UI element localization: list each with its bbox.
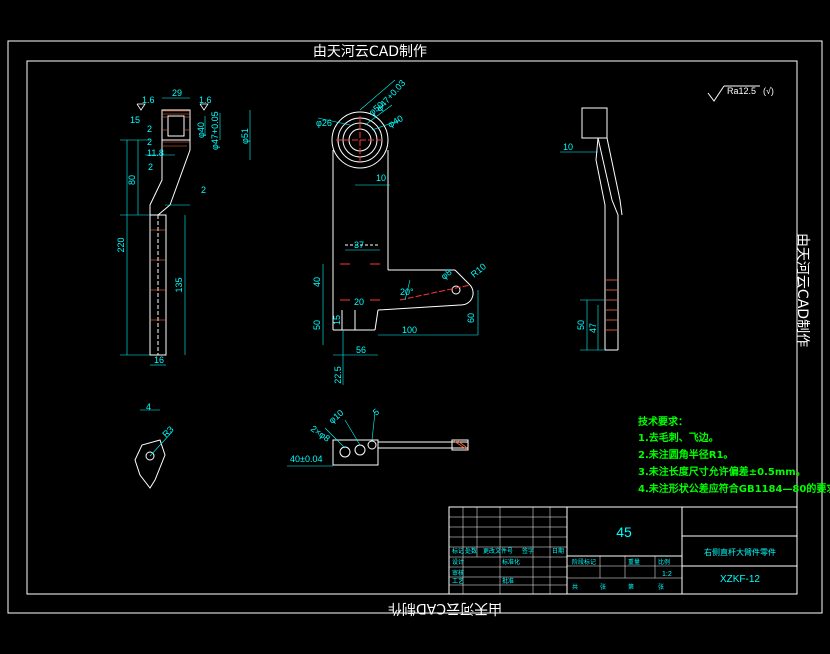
- front-dim-2-b: 2: [147, 137, 152, 147]
- front-dim-11-8: 11.8: [147, 148, 164, 158]
- tech-req-item-2: 2.未注圆角半径R1。: [638, 448, 733, 461]
- front-dim-220: 220: [116, 237, 126, 252]
- tech-req-item-3: 3.未注长度尺寸允许偏差±0.5mm。: [638, 465, 806, 478]
- front-view: 29 1.6 1.6 15 2 2 11.8 2 2 80 220 135 16…: [116, 88, 251, 366]
- tech-req-item-1: 1.去毛刺、飞边。: [638, 431, 719, 444]
- main-dim-37: 37: [354, 240, 364, 250]
- outer-frame: [7, 40, 823, 614]
- inner-frame: [26, 60, 798, 595]
- main-dim-phi26: φ26: [316, 118, 332, 128]
- tb-col-label-3: 更改文件号: [483, 547, 513, 555]
- front-dim-width-29: 29: [172, 88, 182, 98]
- front-dim-135: 135: [174, 277, 184, 292]
- tb-row-label-4: 标准化: [502, 558, 520, 566]
- tech-req-title: 技术要求：: [638, 415, 688, 428]
- tech-req-item-4: 4.未注形状公差应符合GB1184—80的要求。: [638, 482, 830, 495]
- front-dim-1-6-right: 1.6: [199, 95, 212, 105]
- front-dim-80: 80: [127, 175, 137, 185]
- tb-row-label-5: 批准: [502, 577, 514, 585]
- side-view: 10 50 47: [560, 107, 623, 351]
- watermark-bottom: 由天河云CAD制作: [388, 600, 502, 616]
- side-dim-10: 10: [563, 142, 573, 152]
- front-dim-phi51: φ51: [240, 128, 250, 144]
- front-dim-1-6-left: 1.6: [142, 95, 155, 105]
- front-dim-phi47: φ47+0.05: [210, 111, 220, 150]
- main-view: φ47+0.03 φ50 φ26 φ40 10 37 40 20° R10 φ8…: [312, 78, 488, 385]
- main-dim-100: 100: [402, 325, 417, 335]
- tb-col-label-1: 标记: [452, 547, 464, 555]
- main-dim-22-5: 22.5: [333, 366, 343, 384]
- detail-dim-R3: R3: [160, 424, 175, 439]
- side-dim-47: 47: [588, 323, 598, 333]
- watermark-right: 由天河云CAD制作: [794, 233, 810, 347]
- tb-row-label-3: 工艺: [452, 577, 464, 585]
- title-block: 标记 处数 更改文件号 签字 日期 设计 标准化 审核 工艺 批准 阶段标记 重…: [448, 506, 798, 595]
- tb-scale-label: 比例: [658, 558, 670, 566]
- tb-stage-label: 阶段标记: [572, 558, 596, 566]
- tb-scale-value: 1:2: [662, 571, 672, 578]
- bottom-dim-2xphi8: 2×φ8: [309, 423, 332, 443]
- main-dim-56: 56: [356, 345, 366, 355]
- detail-dim-4: 4: [146, 402, 151, 412]
- front-dim-2-c: 2: [148, 162, 153, 172]
- main-dim-20: 20: [354, 297, 364, 307]
- tb-drawing-no: XZKF-12: [720, 574, 760, 585]
- main-dim-20deg: 20°: [400, 287, 414, 297]
- main-dim-R10: R10: [469, 261, 488, 279]
- tb-sheet-unit-1: 张: [600, 583, 606, 591]
- main-dim-phi40: φ40: [386, 113, 405, 130]
- tb-weight-label: 重量: [628, 558, 640, 566]
- tb-sheet-unit-2: 张: [658, 583, 664, 591]
- main-dim-10: 10: [376, 173, 386, 183]
- bottom-view: φ10 5 2×φ8 40±0.04: [287, 407, 469, 467]
- roughness-symbol: Ra12.5 (√): [707, 85, 774, 102]
- tb-col-label-4: 签字: [522, 547, 534, 555]
- tb-row-label-1: 设计: [452, 558, 464, 566]
- tb-material: 45: [616, 524, 632, 540]
- tech-requirements: 技术要求： 1.去毛刺、飞边。 2.未注圆角半径R1。 3.未注长度尺寸允许偏差…: [638, 415, 830, 495]
- watermark-top: 由天河云CAD制作: [313, 44, 427, 60]
- roughness-value: Ra12.5: [727, 86, 756, 96]
- main-dim-phi8: φ8: [439, 267, 454, 282]
- bottom-dim-5: 5: [371, 407, 381, 418]
- tb-col-label-5: 日期: [552, 547, 564, 555]
- front-dim-16: 16: [154, 355, 164, 365]
- tb-sheet-total: 共: [572, 583, 578, 591]
- front-dim-phi40: φ40: [196, 122, 206, 138]
- bottom-dim-40: 40±0.04: [290, 454, 322, 464]
- front-dim-2-d: 2: [201, 185, 206, 195]
- tb-part-name: 右侧直杆大臂件零件: [704, 547, 776, 557]
- tb-row-label-2: 审核: [452, 569, 464, 577]
- main-dim-60: 60: [466, 313, 476, 323]
- bottom-dim-phi10: φ10: [327, 408, 346, 426]
- tb-sheet-no: 第: [628, 583, 634, 591]
- front-dim-15: 15: [130, 115, 140, 125]
- detail-view: 4 R3: [134, 402, 176, 489]
- main-dim-15: 15: [332, 315, 342, 325]
- roughness-suffix: (√): [763, 86, 774, 96]
- main-dim-50: 50: [312, 320, 322, 330]
- tb-col-label-2: 处数: [465, 547, 477, 555]
- side-dim-50: 50: [576, 320, 586, 330]
- front-dim-2-a: 2: [147, 124, 152, 134]
- main-dim-40: 40: [312, 277, 322, 287]
